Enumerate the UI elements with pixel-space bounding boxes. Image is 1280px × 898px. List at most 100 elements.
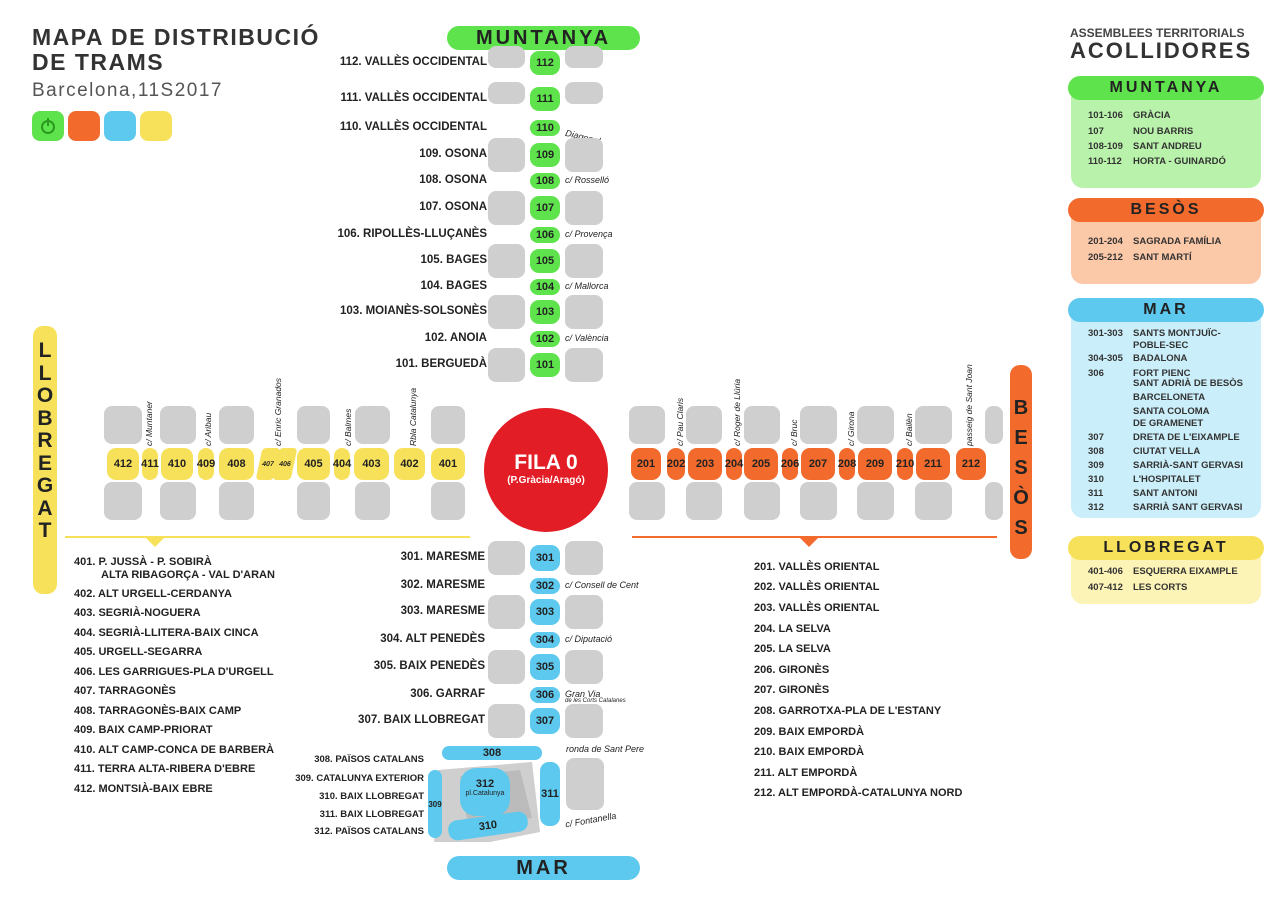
map-title-line1: MAPA DE DISTRIBUCIÓ [32,24,320,50]
mar-name: SANT ANTONI [1133,488,1198,499]
besos-letter: S [1014,517,1028,539]
muntanya-range: 101-106 [1088,110,1123,121]
city-block [160,406,196,444]
city-block [565,348,603,382]
street-label: c/ Provença [565,229,613,239]
north-label: 108. OSONA [419,174,487,186]
street-label: c/ Enric Granados [273,377,283,446]
street-label-sub: de les Corts Catalanes [565,698,626,704]
pill-211: 211 [916,448,950,480]
pill-111: 111 [530,87,560,111]
pill-411: 411 [141,448,159,480]
city-block [686,406,722,444]
list-item: ALTA RIBAGORÇA - VAL D'ARAN [101,569,275,581]
north-label: 101. BERGUEDÀ [395,358,487,370]
pill-109: 109 [530,143,560,167]
list-item: 404. SEGRIÀ-LLITERA-BAIX CINCA [74,627,259,639]
pill-206: 206 [781,448,799,480]
street-label: Rbla Catalunya [408,387,418,446]
city-block [355,406,390,444]
city-block [985,406,1003,444]
list-item: 201. VALLÈS ORIENTAL [754,561,880,573]
map-title: MAPA DE DISTRIBUCIÓ DE TRAMS [32,25,320,75]
north-label: 106. RIPOLLÈS-LLUÇANÈS [337,228,487,240]
pill-205: 205 [744,448,778,480]
mar-name: FORT PIENC [1133,368,1191,379]
fila-0-sublabel: (P.Gràcia/Aragó) [507,475,585,486]
city-block [565,138,603,172]
street-label: Gran Via [565,689,601,699]
pill-306: 306 [530,687,560,703]
list-item: 209. BAIX EMPORDÀ [754,726,865,738]
pill-307: 307 [530,708,560,734]
city-block [915,482,952,520]
city-block [744,406,780,444]
list-item: 401. P. JUSSÀ - P. SOBIRÀ [74,556,212,568]
city-block [488,82,525,104]
list-item: 204. LA SELVA [754,623,831,635]
city-block [488,704,525,738]
muntanya-name: NOU BARRIS [1133,126,1194,137]
north-label: 109. OSONA [419,148,487,160]
pill-203: 203 [688,448,722,480]
llobregat-divider [65,536,470,538]
city-block [160,482,196,520]
street-label: c/ Bailèn [904,413,914,446]
pill-104: 104 [530,279,560,295]
pill-108: 108 [530,173,560,189]
city-block [488,138,525,172]
fila-0-circle: FILA 0 (P.Gràcia/Aragó) [484,408,608,532]
pill-305: 305 [530,654,560,680]
city-block [800,482,837,520]
street-label: c/ Diputació [565,634,613,644]
llobregat-name: LES CORTS [1133,582,1188,593]
city-block [565,244,603,278]
city-block [800,406,837,444]
pill-302: 302 [530,578,560,594]
list-item: 403. SEGRIÀ-NOGUERA [74,607,201,619]
city-block [297,482,330,520]
muntanya-name: GRÀCIA [1133,110,1171,121]
pill-110: 110 [530,120,560,136]
llobregat-range: 401-406 [1088,566,1123,577]
besos-range: 201-204 [1088,236,1123,247]
list-item: 402. ALT URGELL-CERDANYA [74,588,232,600]
city-block [488,191,525,225]
list-item: 207. GIRONÈS [754,684,830,696]
mar-range: 310 [1088,474,1104,485]
street-ronda-sant-pere: ronda de Sant Pere [566,744,645,754]
llobregat-letter: L [38,361,52,385]
city-block [488,650,525,684]
pill-101: 101 [530,353,560,377]
list-item: 405. URGELL-SEGARRA [74,646,203,658]
pill-403: 403 [354,448,389,480]
mar-name: POBLE-SEC [1133,340,1189,351]
list-item: 210. BAIX EMPORDÀ [754,746,865,758]
list-item: 412. MONTSIÀ-BAIX EBRE [74,783,213,795]
besos-divider [632,536,997,538]
swatch-blue [104,111,136,141]
city-block [488,595,525,629]
plaza-label: 308. PAÏSOS CATALANS [314,754,424,765]
north-label: 112. VALLÈS OCCIDENTAL [339,56,487,68]
swatch-green [32,111,64,141]
pill-212: 212 [956,448,986,480]
city-block [565,82,603,104]
mar-name: SARRIÀ-SANT GERVASI [1133,460,1243,471]
mar-range: 308 [1088,446,1104,457]
mar-panel-title: MAR [1068,298,1264,322]
list-item: 211. ALT EMPORDÀ [754,767,858,779]
list-item: 406. LES GARRIGUES-PLA D'URGELL [74,666,274,678]
pill-402: 402 [394,448,425,480]
city-block [488,295,525,329]
pill-103: 103 [530,300,560,324]
plaza-name: pl.Catalunya [465,790,505,797]
pill-311: 311 [540,762,560,826]
pill-102: 102 [530,331,560,347]
list-item: 212. ALT EMPORDÀ-CATALUNYA NORD [754,787,963,799]
llobregat-letter: T [38,519,52,542]
side-title: ACOLLIDORES [1070,38,1253,63]
llobregat-letter: B [37,406,53,430]
city-block [629,406,665,444]
